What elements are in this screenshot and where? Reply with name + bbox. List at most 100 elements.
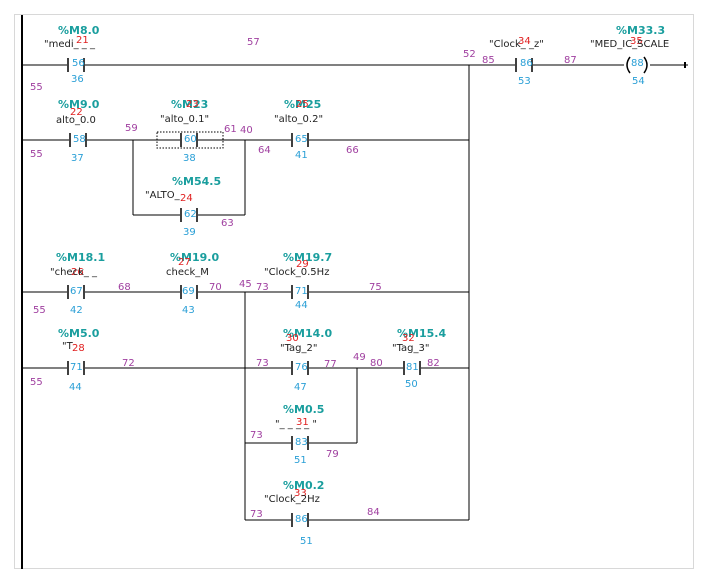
num-77: 77: [324, 359, 337, 370]
box-81: 81: [406, 362, 419, 373]
box-56: 56: [72, 58, 85, 69]
num-79: 79: [326, 449, 339, 460]
num-44: 44: [69, 382, 82, 393]
addr-m5-0: %M5.0: [58, 327, 100, 340]
num-64: 64: [258, 145, 271, 156]
box-62: 62: [184, 209, 197, 220]
red-id-33: 33: [294, 488, 307, 499]
editor-frame: [14, 14, 694, 569]
box-86: 86: [520, 58, 533, 69]
tag-alto-0-2: "alto_0.2": [274, 114, 324, 125]
num-75: 75: [369, 282, 382, 293]
box-67: 67: [70, 286, 83, 297]
box-60: 60: [184, 134, 197, 145]
red-id-21: 21: [76, 35, 89, 46]
tag-clock-top: "Clock_ _z": [489, 39, 544, 50]
num-55-c: 55: [33, 305, 46, 316]
tag-alto-0-1: "alto_0.1": [160, 114, 210, 125]
num-41: 41: [295, 150, 308, 161]
red-id-34: 34: [518, 36, 531, 47]
num-73-a: 73: [256, 282, 269, 293]
box-71: 71: [70, 362, 83, 373]
addr-m18-1: %M18.1: [56, 251, 106, 264]
num-47: 47: [294, 382, 307, 393]
tag-tag2: "Tag_2": [280, 343, 318, 354]
num-48: 51: [294, 455, 307, 466]
box-78: 83: [295, 437, 308, 448]
num-73-b: 73: [256, 358, 269, 369]
tag-t5: "T: [62, 341, 73, 352]
num-57: 57: [247, 37, 260, 48]
num-55-a: 55: [30, 82, 43, 93]
num-73-d: 73: [250, 509, 263, 520]
red-id-25: 25: [296, 99, 309, 110]
red-id-32: 32: [402, 333, 415, 344]
num-55-b: 55: [30, 149, 43, 160]
num-66: 66: [346, 145, 359, 156]
num-68: 68: [118, 282, 131, 293]
num-45: 45: [239, 279, 252, 290]
box-69: 69: [182, 286, 195, 297]
tag-check1: "check_ _: [50, 267, 98, 278]
num-54: 54: [632, 76, 645, 87]
num-50: 50: [405, 379, 418, 390]
box-74: 71: [295, 286, 308, 297]
red-id-35: 35: [630, 36, 643, 47]
addr-m15: %M15.4: [397, 327, 447, 340]
addr-m8-0: %M8.0: [58, 24, 100, 37]
num-49: 49: [353, 352, 366, 363]
num-38: 38: [183, 153, 196, 164]
num-46: 44: [295, 300, 308, 311]
red-id-26: 26: [71, 267, 84, 278]
red-id-30: 30: [286, 333, 299, 344]
addr-m23: %M23: [171, 98, 209, 111]
addr-m54-5: %M54.5: [172, 175, 222, 188]
addr-m19: %M19.0: [170, 251, 220, 264]
num-70: 70: [209, 282, 222, 293]
tag-clock-2: "Clock_2Hz: [264, 494, 320, 505]
red-id-29: 29: [296, 259, 309, 270]
num-42: 42: [70, 305, 83, 316]
num-85: 85: [482, 55, 495, 66]
box-58: 58: [73, 134, 86, 145]
red-id-24: 24: [180, 193, 193, 204]
tag-med: "MED_IC_SCALE: [590, 39, 670, 50]
num-63: 63: [221, 218, 234, 229]
box-65: 65: [295, 134, 308, 145]
num-37: 37: [71, 153, 84, 164]
box-88: 88: [631, 58, 644, 69]
tag-alto-0-0: alto_0.0: [56, 115, 96, 126]
num-39: 39: [183, 227, 196, 238]
red-id-27: 27: [178, 257, 191, 268]
addr-m0-2: %M0.2: [283, 479, 325, 492]
tag-clock-05: "Clock_0.5Hz: [264, 267, 330, 278]
num-52: 52: [463, 49, 476, 60]
num-80: 80: [370, 358, 383, 369]
tag-alto-m: "ALTO_: [145, 190, 180, 201]
num-51: 51: [300, 536, 313, 547]
tag-tag3: "Tag_3": [392, 343, 430, 354]
num-82: 82: [427, 358, 440, 369]
num-84: 84: [367, 507, 380, 518]
num-87: 87: [564, 55, 577, 66]
tag-medi: "medi_ _ _: [44, 39, 95, 50]
num-73-c: 73: [250, 430, 263, 441]
addr-m25: %M25: [284, 98, 322, 111]
addr-m14: %M14.0: [283, 327, 333, 340]
box-76: 76: [295, 362, 308, 373]
num-40: 40: [240, 125, 253, 136]
tag-check-m: check_M: [166, 267, 209, 278]
num-59: 59: [125, 123, 138, 134]
red-id-22: 22: [70, 107, 83, 118]
addr-m33-3: %M33.3: [616, 24, 666, 37]
addr-m19-7: %M19.7: [283, 251, 333, 264]
num-53: 53: [518, 76, 531, 87]
red-id-23: 23: [186, 99, 199, 110]
num-43: 43: [182, 305, 195, 316]
num-72: 72: [122, 358, 135, 369]
red-id-31: 31: [296, 417, 309, 428]
addr-m9-0: %M9.0: [58, 98, 100, 111]
addr-m0-5: %M0.5: [283, 403, 325, 416]
red-id-28: 28: [72, 343, 85, 354]
